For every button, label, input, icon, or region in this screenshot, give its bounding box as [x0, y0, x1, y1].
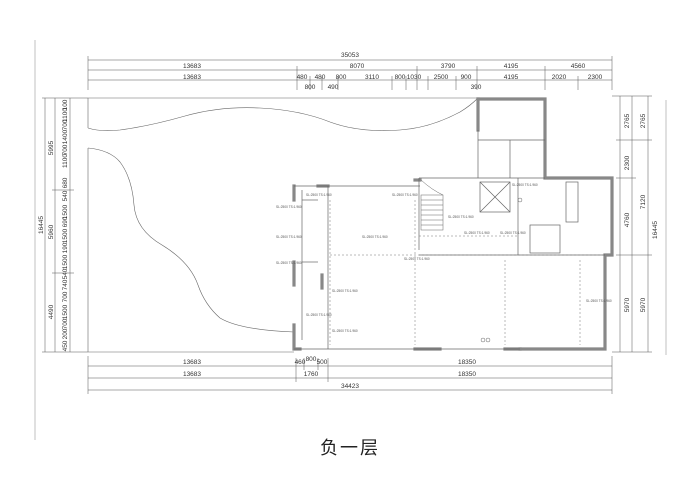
dim-bot2-2: 18350	[458, 371, 476, 378]
dim-right-top-a: 2765	[624, 113, 631, 128]
dim-right-total: 16445	[652, 221, 659, 239]
svg-text:1500: 1500	[62, 254, 69, 269]
dim-left-mid-2: 4490	[48, 304, 55, 319]
svg-text:700: 700	[62, 119, 69, 130]
dim-top4-2: 390	[471, 84, 482, 91]
dim-top3-6: 1030	[407, 74, 422, 81]
dim-left-mid-1: 5960	[48, 224, 55, 239]
svg-text:SL:2500 TS:1.960: SL:2500 TS:1.960	[276, 205, 302, 209]
dim-top2-0: 13683	[183, 63, 201, 70]
left-dimensions	[42, 97, 88, 353]
dim-left-mid-0: 5995	[48, 140, 55, 155]
interior-partitions	[294, 130, 605, 350]
dim-top4-1: 490	[328, 84, 339, 91]
dim-top3-1: 480	[297, 74, 308, 81]
dim-bot1-3: 500	[317, 359, 328, 366]
dim-top4-0: 800	[305, 84, 316, 91]
garden-outline	[87, 97, 479, 353]
svg-text:100: 100	[62, 99, 69, 110]
dim-top-total: 35053	[341, 52, 359, 59]
dim-left-total: 16445	[38, 216, 45, 234]
dim-bot1-1: 460	[295, 359, 306, 366]
dim-right-bot-a: 5970	[624, 297, 631, 312]
dim-bot-total: 34423	[341, 383, 359, 390]
svg-text:1400: 1400	[62, 129, 69, 144]
dim-top3-4: 3110	[365, 74, 379, 81]
svg-text:SL:2500 TS:1.960: SL:2500 TS:1.960	[500, 231, 526, 235]
svg-text:700: 700	[62, 144, 69, 155]
staircase	[420, 179, 444, 231]
top-dimensions	[87, 56, 613, 90]
dim-top2-4: 4560	[571, 63, 586, 70]
dim-bot1-4: 18350	[458, 359, 476, 366]
svg-text:SL:2500 TS:1.960: SL:2500 TS:1.960	[362, 235, 388, 239]
svg-text:740: 740	[62, 279, 69, 290]
dim-bot2-1: 1760	[304, 371, 319, 378]
dim-top3-0: 13683	[183, 74, 201, 81]
bottom-dimensions	[87, 356, 613, 394]
svg-text:450: 450	[62, 340, 69, 351]
dim-top2-1: 8070	[350, 63, 365, 70]
svg-text:SL:2500 TS:1.960: SL:2500 TS:1.960	[392, 193, 418, 197]
dim-bot1-2: 800	[306, 356, 317, 363]
floor-caption: 负一层	[320, 438, 380, 459]
right-dimensions	[612, 95, 652, 353]
svg-text:SL:2500 TS:1.960: SL:2500 TS:1.960	[404, 257, 430, 261]
svg-text:SL:2500 TS:1.960: SL:2500 TS:1.960	[306, 193, 332, 197]
building-walls	[292, 97, 614, 351]
svg-text:SL:2500 TS:1.960: SL:2500 TS:1.960	[332, 329, 358, 333]
svg-text:700: 700	[62, 318, 69, 329]
dashed-lines	[329, 200, 605, 345]
dim-right-mid-a: 2300	[624, 155, 631, 170]
svg-text:SL:2500 TS:1.960: SL:2500 TS:1.960	[586, 299, 612, 303]
svg-text:1100: 1100	[62, 154, 69, 168]
dim-right-mid-c: 4760	[624, 212, 631, 227]
svg-text:SL:2500 TS:1.960: SL:2500 TS:1.960	[276, 261, 302, 265]
dim-right-bot-b: 5970	[640, 297, 647, 312]
left-inner-dims: 100 1100 700 1400 700 1100 680 540 1500 …	[62, 99, 69, 351]
dim-bot2-0: 13683	[183, 371, 201, 378]
dim-top2-3: 4195	[504, 63, 519, 70]
dim-top3-3: 800	[336, 74, 347, 81]
dim-right-top-b: 2765	[640, 113, 647, 128]
dim-top3-9: 4195	[504, 74, 519, 81]
dim-top3-5: 800	[395, 74, 406, 81]
svg-text:690: 690	[62, 216, 69, 227]
svg-text:700: 700	[62, 291, 69, 302]
svg-text:SL:2500 TS:1.960: SL:2500 TS:1.960	[464, 231, 490, 235]
dim-right-mid-b: 7120	[640, 194, 647, 209]
svg-text:540: 540	[62, 190, 69, 201]
svg-text:540: 540	[62, 268, 69, 279]
svg-text:SL:2500 TS:1.960: SL:2500 TS:1.960	[512, 183, 538, 187]
svg-text:1500: 1500	[62, 228, 69, 243]
dim-top3-8: 900	[461, 74, 472, 81]
dim-top2-2: 3790	[441, 63, 456, 70]
svg-text:200: 200	[62, 328, 69, 339]
svg-text:SL:2500 TS:1.960: SL:2500 TS:1.960	[276, 235, 302, 239]
dim-top3-10: 2020	[552, 74, 567, 81]
dim-top3-11: 2300	[588, 74, 603, 81]
fixtures	[480, 197, 523, 343]
svg-text:1500: 1500	[62, 204, 69, 219]
svg-text:1100: 1100	[62, 108, 69, 122]
svg-text:680: 680	[62, 177, 69, 188]
dim-top3-2: 480	[315, 74, 326, 81]
svg-text:SL:2500 TS:1.960: SL:2500 TS:1.960	[332, 289, 358, 293]
dim-top3-7: 2500	[434, 74, 449, 81]
dim-bot1-0: 13683	[183, 359, 201, 366]
svg-text:SL:2500 TS:1.960: SL:2500 TS:1.960	[306, 313, 332, 317]
svg-text:SL:2500 TS:1.960: SL:2500 TS:1.960	[448, 215, 474, 219]
room-labels: SL:2500 TS:1.960 SL:2500 TS:1.960 SL:250…	[276, 183, 612, 333]
svg-text:1500: 1500	[62, 304, 69, 319]
svg-text:190: 190	[62, 242, 69, 253]
